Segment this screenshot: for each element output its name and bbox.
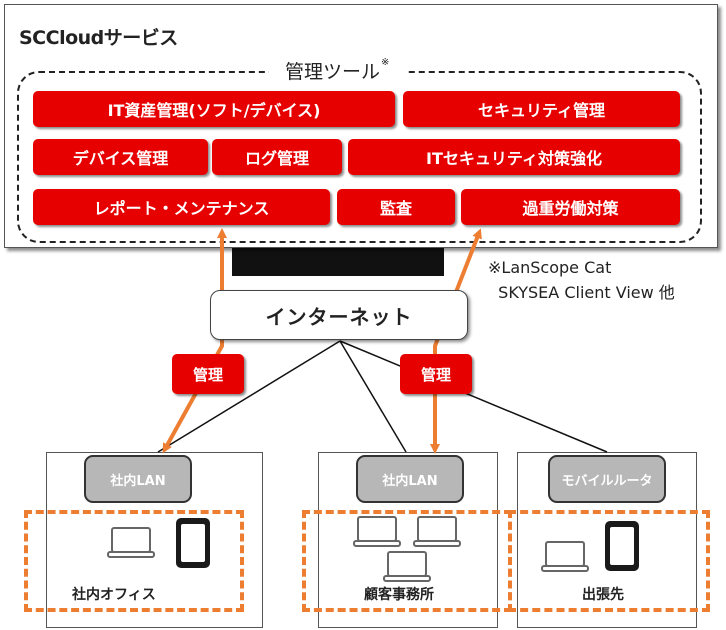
site-label-customer: 顧客事務所 — [364, 587, 434, 603]
lan-box-customer: 社内LAN — [356, 455, 464, 503]
lan-box-office: 社内LAN — [84, 455, 192, 503]
tablet-icon — [176, 518, 210, 568]
tool-security-management: セキュリティ管理 — [403, 91, 680, 127]
management-label-right: 管理 — [400, 354, 472, 394]
management-label-left: 管理 — [172, 354, 244, 394]
laptop-icon — [541, 541, 589, 572]
laptop-icon — [413, 516, 461, 547]
site-area-business-trip — [508, 510, 710, 612]
link-internet-customer — [339, 340, 407, 453]
link-internet-trip — [339, 340, 608, 453]
tool-group-title-text: 管理ツール — [285, 61, 381, 83]
mobile-router-box: モバイルルータ — [548, 455, 666, 503]
management-arrow-customer — [430, 228, 482, 454]
tool-group-title: 管理ツール※ — [269, 57, 406, 84]
site-label-business-trip: 出張先 — [582, 587, 624, 603]
internet-node: インターネット — [210, 290, 468, 340]
service-title: SCCloudサービス — [19, 27, 178, 49]
management-arrow-office — [162, 228, 227, 454]
laptop-icon — [353, 516, 401, 547]
cloud-connector-bar — [232, 246, 444, 276]
tool-it-asset-management: IT資産管理(ソフト/デバイス) — [33, 91, 395, 127]
site-area-office — [24, 510, 244, 612]
footnote-line-2: SKYSEA Client View 他 — [488, 283, 675, 302]
cloud-service-panel: SCCloudサービス 管理ツール※ IT資産管理(ソフト/デバイス) セキュリ… — [4, 4, 718, 248]
laptop-icon — [107, 527, 155, 558]
tool-log-management: ログ管理 — [212, 139, 342, 175]
tool-it-security-enhancement: ITセキュリティ対策強化 — [348, 139, 680, 175]
site-label-office: 社内オフィス — [72, 587, 156, 603]
tool-audit: 監査 — [337, 189, 455, 225]
laptop-icon — [383, 551, 431, 582]
tool-device-management: デバイス管理 — [33, 139, 208, 175]
tool-report-maintenance: レポート・メンテナンス — [33, 189, 330, 225]
footnote: ※LanScope Cat SKYSEA Client View 他 — [488, 255, 675, 305]
tool-group-footnote-mark: ※ — [381, 57, 390, 68]
tablet-icon — [605, 521, 639, 571]
footnote-line-1: ※LanScope Cat — [488, 258, 612, 277]
tool-overwork-countermeasure: 過重労働対策 — [461, 189, 680, 225]
